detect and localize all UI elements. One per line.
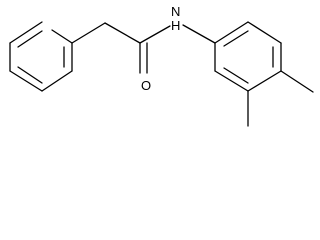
phenyl-bond-4: [9, 70, 43, 92]
aryl-bond-4: [247, 70, 282, 92]
ch2-bond: [71, 22, 106, 44]
hydrogen-label: H: [171, 18, 180, 33]
structure-svg: N H O: [9, 4, 314, 127]
phenyl-bond-6: [9, 21, 43, 44]
aryl-double-bond-1: [223, 30, 249, 47]
carbonyl-carbon-bond: [104, 22, 141, 44]
molecular-structure-diagram: N H O: [9, 4, 314, 127]
aryl-bond-1: [214, 21, 249, 44]
phenyl-bond-3: [41, 70, 73, 92]
phenyl-double-bond-3: [17, 66, 43, 84]
aryl-double-bond-3: [223, 67, 249, 84]
acetamide-chain: [71, 22, 171, 74]
oxygen-label: O: [141, 78, 151, 93]
phenyl-ring: [9, 21, 73, 92]
aryl-bond-2: [247, 21, 282, 44]
methyl-bond-para: [280, 70, 314, 93]
n-aryl-bond: [182, 24, 216, 44]
amide-bond: [139, 25, 171, 44]
phenyl-bond-1: [51, 29, 73, 44]
phenyl-double-bond-1: [17, 30, 43, 48]
dimethylphenyl-ring: [182, 21, 314, 127]
aryl-bond-5: [214, 70, 249, 92]
nitrogen-label: N: [171, 4, 180, 19]
